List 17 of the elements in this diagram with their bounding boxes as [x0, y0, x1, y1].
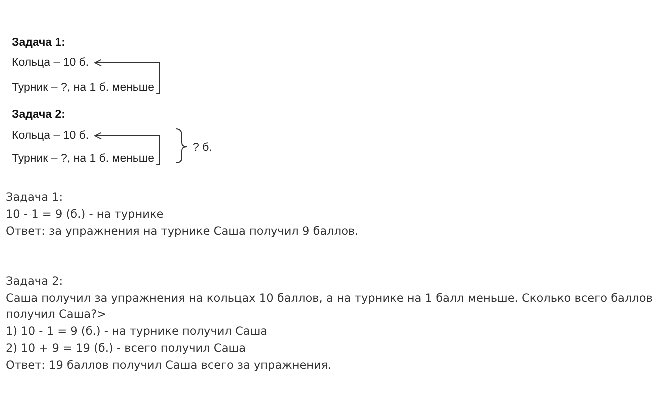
- question-text: ? б.: [193, 141, 212, 155]
- condition-text: Кольца – 10 б.: [12, 129, 90, 143]
- answer-text: Ответ: за упражнения на турнике Саша получил 9 баллов.: [6, 224, 360, 240]
- solution-step: 1) 10 - 1 = 9 (б.) - на турнике получил Саша: [6, 324, 658, 340]
- solution-step: 10 - 1 = 9 (б.) - на турнике: [6, 207, 658, 223]
- answer-text: Ответ: 19 баллов получил Саша всего за упражнения.: [6, 358, 333, 374]
- condition-text: Турник – ?, на 1 б. меньше: [12, 152, 155, 166]
- condition-text: Кольца – 10 б.: [12, 56, 90, 70]
- arrow: [94, 59, 160, 94]
- task-heading: Задача 1:: [6, 190, 64, 206]
- task-heading: Задача 2:: [6, 274, 64, 290]
- condition-text: Турник – ?, на 1 б. меньше: [12, 81, 155, 95]
- task-heading: Задача 2:: [12, 108, 66, 122]
- task-heading: Задача 1:: [12, 36, 66, 50]
- arrow: [94, 132, 160, 166]
- solution-step: 2) 10 + 9 = 19 (б.) - всего получил Саша: [6, 341, 658, 357]
- problem-text: Саша получил за упражнения на кольцах 10 баллов, а на турнике на 1 балл меньше. Сколько всего баллов получил Саша?>: [6, 291, 654, 323]
